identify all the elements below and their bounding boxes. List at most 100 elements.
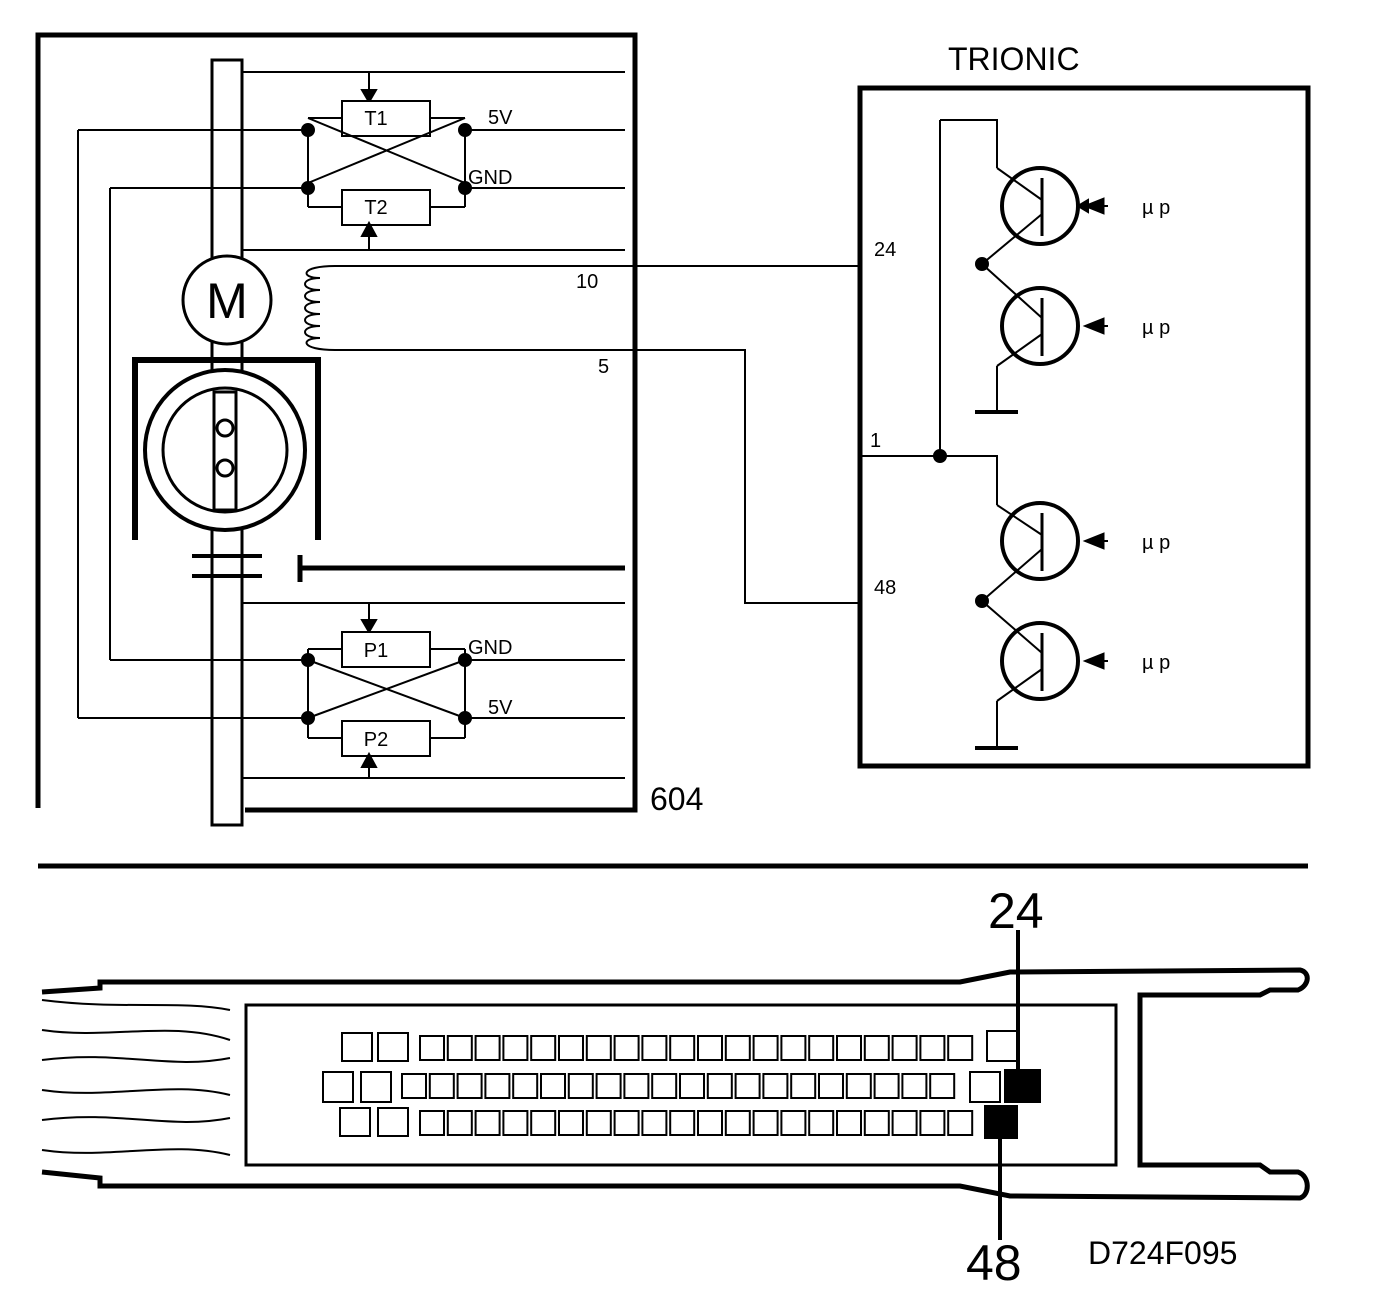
connector-pin-cavity (790, 1073, 817, 1099)
connector-pin-cavity (377, 1107, 409, 1137)
connector-pin-cavity (456, 1073, 483, 1099)
connector-pin-cavity (474, 1110, 501, 1136)
connector-pin-cavity (947, 1110, 974, 1136)
connector-pin-cavity (339, 1107, 371, 1137)
motor-label: M (206, 273, 248, 329)
throttle-housing-outline (35, 32, 638, 813)
driver-input-label-1: µ p (1142, 197, 1170, 219)
connector-pin-cavity (558, 1110, 584, 1136)
connector-pin-cavity (613, 1035, 640, 1061)
connector-pin-cavity (724, 1110, 751, 1136)
t2-label: T2 (364, 197, 387, 219)
p1-supply-label: GND (468, 637, 512, 659)
connector-pin-cavity (419, 1035, 445, 1061)
ecu-connector (41, 930, 1310, 1240)
connector-pin-cavity (669, 1035, 696, 1061)
p2-resistor (341, 720, 431, 757)
connector-pin-48 (984, 1105, 1018, 1139)
connector-shell (41, 967, 1310, 1201)
connector-pin-cavity (919, 1110, 946, 1136)
ecu-pin-48-label: 48 (874, 577, 896, 599)
connector-pin-cavity (891, 1035, 918, 1061)
connector-pin-cavity (641, 1035, 668, 1061)
driver-input-label-4: µ p (1142, 652, 1170, 674)
connector-pin-cavity (734, 1073, 761, 1099)
connector-pin-cavity (873, 1073, 900, 1099)
connector-pin-cavity (780, 1035, 807, 1061)
connector-pin-cavity (428, 1073, 455, 1099)
connector-pin-cavity (613, 1110, 640, 1136)
connector-pin-cavity (377, 1032, 409, 1062)
ecu-box (857, 85, 1311, 769)
throttle-body-bracket (132, 357, 321, 540)
t1-resistor (341, 100, 431, 137)
connector-pin-cavity (724, 1035, 751, 1061)
connector-pin-cavity (651, 1073, 678, 1099)
solenoid-coil (304, 265, 336, 351)
connector-pin-cavity (929, 1073, 956, 1099)
connector-pin-cavity (836, 1035, 862, 1061)
connector-pin-cavity (863, 1110, 890, 1136)
connector-pin-cavity (669, 1110, 696, 1136)
connector-pin-cavity (808, 1035, 835, 1061)
connector-pin-cavity (641, 1110, 668, 1136)
connector-pin-cavity (322, 1071, 354, 1103)
figure-code: D724F095 (1088, 1235, 1237, 1271)
connector-pin-cavity (512, 1073, 539, 1099)
throttle-unit (35, 32, 858, 827)
pin-24-callout: 24 (988, 883, 1044, 939)
connector-pin-24 (1004, 1069, 1041, 1103)
tps-group-t (78, 71, 625, 251)
connector-pin-cavity (419, 1110, 445, 1136)
connector-pin-cavity (679, 1073, 705, 1099)
connector-pin-cavity (585, 1035, 612, 1061)
p2-supply-label: 5V (488, 697, 513, 719)
p2-label: P2 (364, 729, 388, 751)
connector-pin-cavity (540, 1073, 566, 1099)
pin-48-callout: 48 (966, 1235, 1022, 1291)
ecu-title: TRIONIC (948, 41, 1080, 77)
wire-5-label: 5 (598, 356, 609, 378)
connector-pin-cavity (706, 1073, 733, 1099)
connector-pin-cavity (863, 1035, 890, 1061)
motor-symbol (181, 254, 273, 346)
connector-pin-cavity (502, 1110, 529, 1136)
connector-pin-cavity (808, 1110, 835, 1136)
t1-label: T1 (364, 108, 387, 130)
connector-pin-cavity (969, 1071, 1001, 1103)
connector-pin-cavity (530, 1110, 557, 1136)
ecu-outline (857, 85, 1311, 769)
connector-pin-cavity (845, 1073, 872, 1099)
connector-pin-cavity (762, 1073, 789, 1099)
connector-pin-cavity (697, 1035, 723, 1061)
tps-group-p (77, 130, 625, 779)
connector-pin-cavity (360, 1071, 392, 1103)
connector-pin-grid (322, 1030, 1020, 1137)
connector-pin-cavity (484, 1073, 511, 1099)
connector-pin-cavity (401, 1073, 427, 1099)
connector-pin-cavity (986, 1030, 1020, 1062)
connector-pin-cavity (947, 1035, 974, 1061)
connector-pin-cavity (919, 1035, 946, 1061)
driver-input-label-2: µ p (1142, 317, 1170, 339)
connector-pin-cavity (530, 1035, 557, 1061)
connector-pin-cavity (752, 1110, 779, 1136)
ecu-pin-24-label: 24 (874, 239, 896, 261)
connector-pin-cavity (836, 1110, 862, 1136)
connector-pin-cavity (558, 1035, 584, 1061)
connector-pin-cavity (891, 1110, 918, 1136)
connector-pin-cavity (474, 1035, 501, 1061)
t1-supply-label: 5V (488, 107, 513, 129)
connector-pin-cavity (341, 1032, 373, 1062)
connector-pin-cavity (446, 1110, 473, 1136)
ecu-pin-1-label: 1 (870, 430, 881, 452)
connector-pin-cavity (585, 1110, 612, 1136)
connector-pin-cavity (697, 1110, 723, 1136)
connector-pin-cavity (780, 1110, 807, 1136)
connector-pin-cavity (567, 1073, 594, 1099)
connector-pin-cavity (595, 1073, 622, 1099)
connector-pin-cavity (818, 1073, 844, 1099)
connector-pin-cavity (752, 1035, 779, 1061)
t2-supply-label: GND (468, 167, 512, 189)
